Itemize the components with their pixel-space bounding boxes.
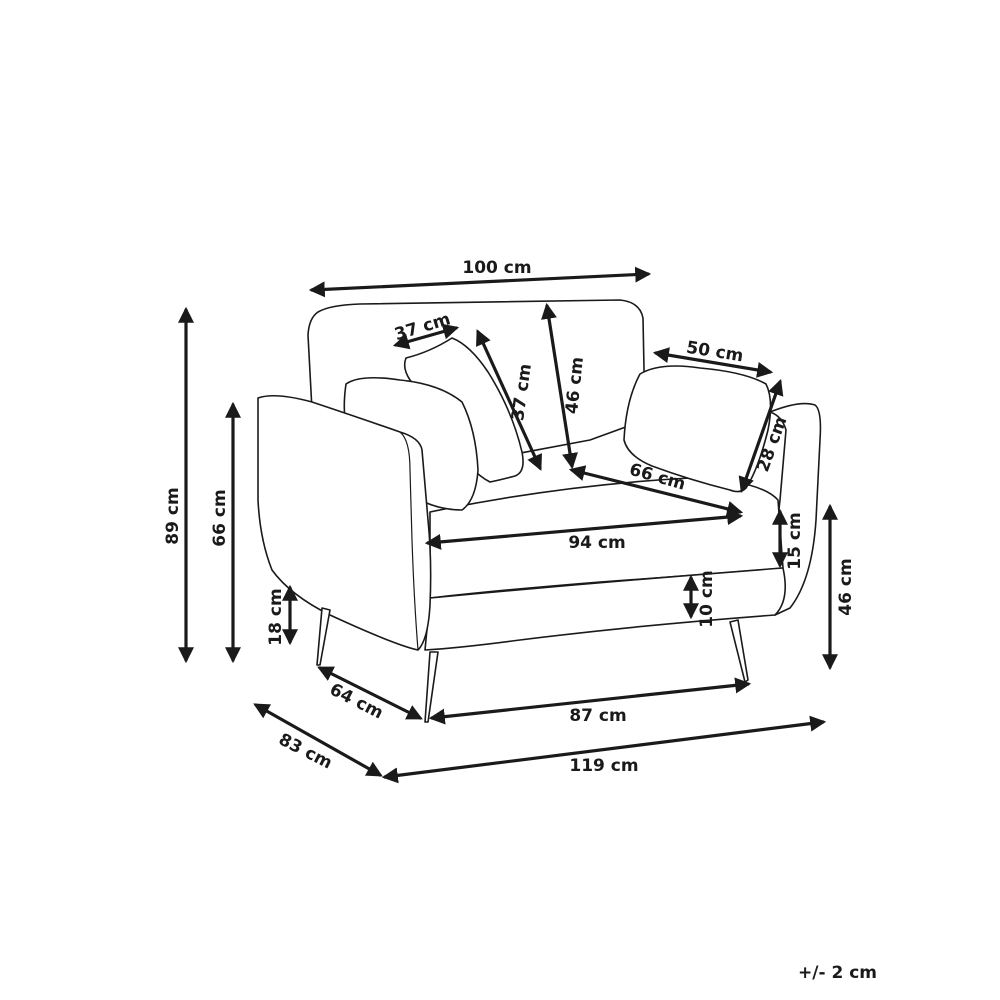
left-armrest (257, 394, 432, 651)
dim-line-pillow-small-height (476, 329, 542, 471)
label-cushion-thickness: 15 cm (785, 512, 805, 569)
dim-line-pillow-large-height (738, 378, 784, 494)
label-arm-height: 66 cm (210, 489, 230, 546)
tolerance-note: +/- 2 cm (798, 963, 877, 983)
label-seat-frame: 10 cm (697, 570, 717, 627)
leg-front-right (729, 619, 749, 683)
dim-line-seat-depth (568, 465, 744, 517)
dim-line-seat-width (424, 509, 744, 550)
dim-line-pillow-large-width (652, 347, 774, 378)
label-leg-width: 87 cm (569, 706, 626, 726)
label-leg-height: 18 cm (266, 588, 286, 645)
label-seat-back-width: 100 cm (462, 258, 531, 278)
dim-line-backrest-height (541, 302, 578, 470)
label-seat-width: 94 cm (568, 533, 625, 553)
label-seat-height: 46 cm (836, 558, 856, 615)
dim-line-total-width (381, 715, 827, 784)
label-total-height: 89 cm (163, 487, 183, 544)
dim-line-width-top (308, 266, 652, 298)
label-total-depth: 83 cm (275, 730, 335, 774)
leg-back-left (316, 607, 331, 666)
dim-line-pillow-small-width (392, 323, 460, 350)
dim-line-leg-depth (317, 666, 423, 720)
label-pillow-large-width: 50 cm (685, 338, 745, 367)
label-total-width: 119 cm (569, 756, 638, 776)
dimension-lines (178, 266, 838, 784)
dim-line-total-depth (253, 703, 383, 777)
left-armrest-edge (399, 431, 419, 651)
leg-front-left (424, 651, 439, 723)
dim-line-leg-width (428, 677, 752, 725)
